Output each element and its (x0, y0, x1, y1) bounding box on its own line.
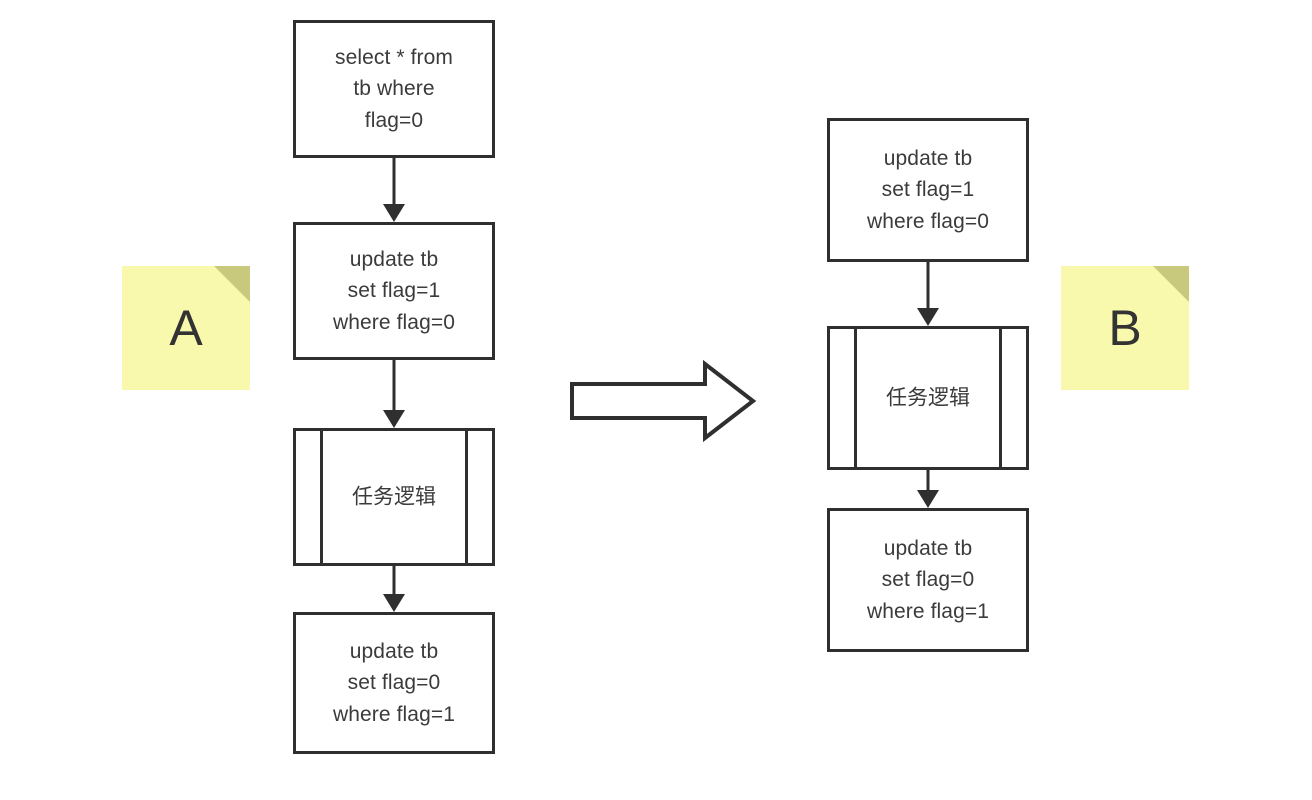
subroutine-bar-left (320, 428, 323, 566)
subroutine-bar-right (999, 326, 1002, 470)
sticky-note-b: B (1061, 266, 1189, 390)
flow-a-connector-2 (293, 360, 495, 428)
flow-a-node-select[interactable]: select * from tb where flag=0 (293, 20, 495, 158)
flow-b-node-task-logic-label: 任务逻辑 (886, 386, 970, 410)
flow-a-connector-1 (293, 158, 495, 222)
flow-a-node-select-label: select * from tb where flag=0 (335, 46, 453, 132)
flow-b-node-unlock-label: update tb set flag=0 where flag=1 (866, 537, 990, 623)
sticky-fold-icon (214, 266, 250, 302)
flow-a-node-unlock-label: update tb set flag=0 where flag=1 (332, 640, 456, 726)
flow-b-node-task-logic[interactable]: 任务逻辑 (827, 326, 1029, 470)
arrowhead-icon (383, 594, 405, 612)
flow-a-node-task-logic-label: 任务逻辑 (352, 485, 436, 509)
flow-a-node-unlock[interactable]: update tb set flag=0 where flag=1 (293, 612, 495, 754)
flow-a-node-lock-label: update tb set flag=1 where flag=0 (332, 248, 456, 334)
arrowhead-icon (917, 490, 939, 508)
right-arrow-icon (570, 359, 757, 443)
subroutine-bar-left (854, 326, 857, 470)
connector-stem (926, 470, 930, 490)
connector-stem (392, 158, 396, 204)
flow-a-node-task-logic[interactable]: 任务逻辑 (293, 428, 495, 566)
subroutine-bar-right (465, 428, 468, 566)
flow-a-connector-3 (293, 566, 495, 612)
flow-b-connector-1 (827, 262, 1029, 326)
flow-a-node-lock[interactable]: update tb set flag=1 where flag=0 (293, 222, 495, 360)
arrowhead-icon (383, 204, 405, 222)
arrowhead-icon (383, 410, 405, 428)
sticky-note-a-letter: A (169, 300, 203, 356)
arrowhead-icon (917, 308, 939, 326)
connector-stem (392, 566, 396, 594)
flow-b-node-lock-label: update tb set flag=1 where flag=0 (866, 147, 990, 233)
flow-b-connector-2 (827, 470, 1029, 508)
sticky-note-a: A (122, 266, 250, 390)
sticky-fold-icon (1153, 266, 1189, 302)
connector-stem (392, 360, 396, 410)
connector-stem (926, 262, 930, 308)
flow-b-node-lock[interactable]: update tb set flag=1 where flag=0 (827, 118, 1029, 262)
sticky-note-b-letter: B (1108, 300, 1142, 356)
flow-b-node-unlock[interactable]: update tb set flag=0 where flag=1 (827, 508, 1029, 652)
transform-arrow (565, 358, 760, 444)
